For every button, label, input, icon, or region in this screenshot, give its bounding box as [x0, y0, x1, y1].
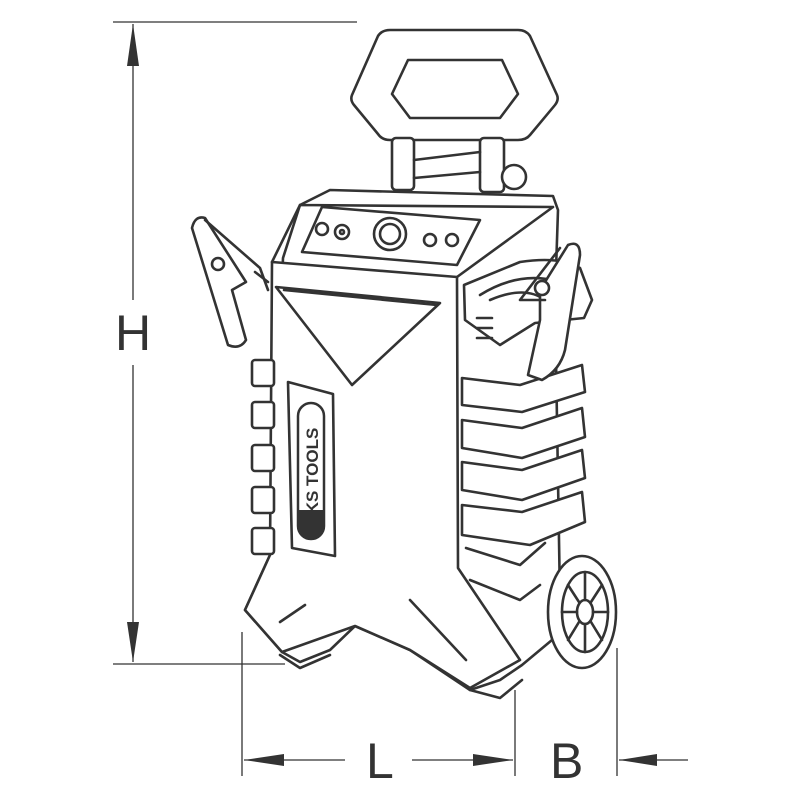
arrow-down-icon: [127, 622, 139, 662]
body: KS TOOLS: [243, 188, 618, 700]
arrow-left-icon: [244, 754, 284, 766]
indicator-icon: [444, 232, 460, 248]
indicator-icon: [333, 223, 351, 241]
wheel: [546, 554, 618, 670]
dial-inner: [378, 222, 402, 246]
arrow-up-icon: [127, 24, 139, 66]
left-bumpers: [250, 358, 276, 556]
dial-icon: [372, 216, 408, 252]
handle: [350, 28, 559, 194]
right-clamp: [518, 242, 582, 382]
length-label: L: [366, 733, 394, 789]
control-panel: [300, 205, 482, 267]
front-triangle: [274, 285, 442, 387]
indicator-icon: [314, 221, 330, 237]
height-label: H: [115, 305, 152, 361]
arrow-left-icon: [619, 754, 657, 766]
front-panel: [243, 260, 522, 690]
indicator-icon: [422, 232, 438, 248]
indicator-dot: [338, 228, 346, 236]
width-label: B: [550, 733, 584, 789]
knob-icon: [500, 163, 528, 191]
height-dimension: [113, 21, 357, 665]
arrow-right-icon: [473, 754, 513, 766]
ks-tools-logo: KS TOOLS: [286, 380, 337, 558]
side-bands: [460, 363, 587, 602]
left-clamp: [190, 216, 270, 348]
length-width-dimension: [241, 632, 688, 776]
svg-text:KS TOOLS: KS TOOLS: [303, 428, 322, 515]
